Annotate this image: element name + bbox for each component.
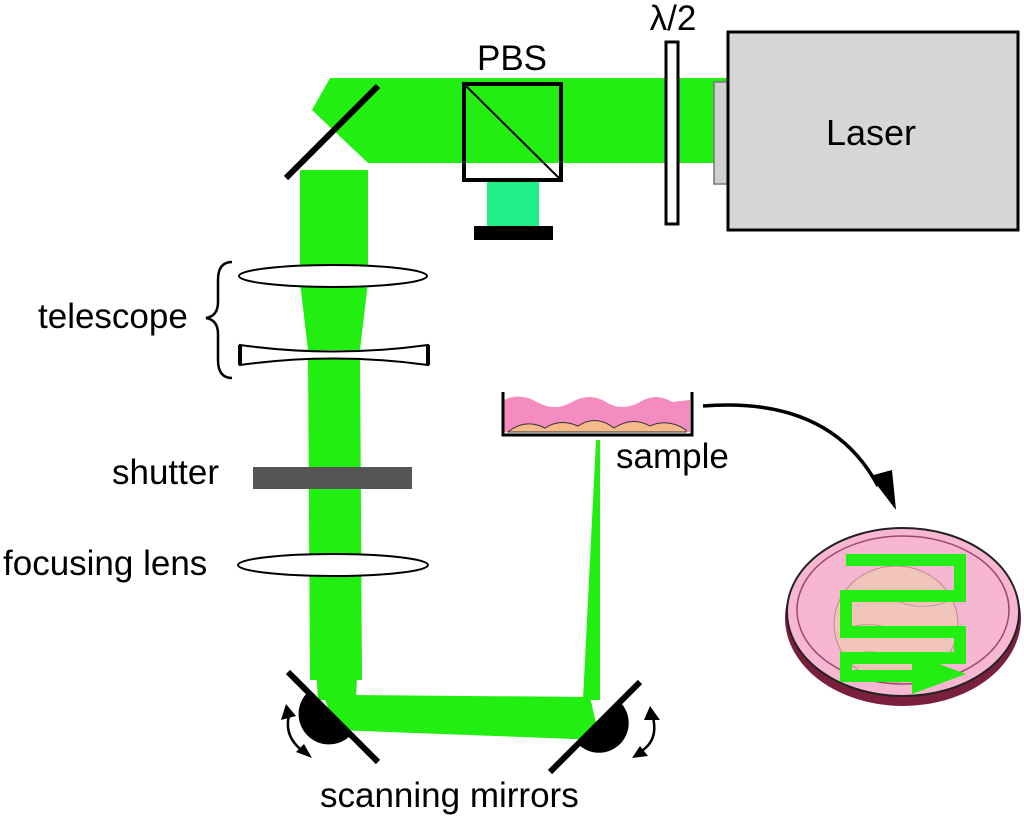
focusing-lens-label: focusing lens xyxy=(3,544,207,583)
pbs-cube xyxy=(462,82,563,182)
telescope-convex-lens xyxy=(238,264,428,288)
beam-path xyxy=(300,78,728,740)
beam-left-upper xyxy=(300,170,368,268)
beam-to-sample xyxy=(583,440,600,700)
laser: Laser xyxy=(713,30,1020,232)
zoom-arrow xyxy=(702,403,896,510)
sample-label: sample xyxy=(616,437,729,476)
telescope: telescope xyxy=(38,260,430,380)
rotation-arrowhead-1a xyxy=(281,704,296,720)
laser-body xyxy=(726,30,1020,232)
sample-container xyxy=(501,392,694,437)
sample: sample xyxy=(501,392,729,476)
scanning-mirrors: scanning mirrors xyxy=(281,669,660,815)
rotation-arrowhead-2b xyxy=(644,706,660,720)
scanning-mirrors-label: scanning mirrors xyxy=(320,776,579,815)
scan-raster-path xyxy=(840,554,966,682)
scan-raster-arrowhead xyxy=(912,654,966,694)
shutter-blade xyxy=(253,467,412,489)
rotation-arrowhead-1b xyxy=(296,744,312,758)
zoom-arrow-shaft xyxy=(702,403,880,487)
pbs-diagonal xyxy=(463,83,562,181)
beam-bottom-horizontal xyxy=(318,680,600,740)
shutter-label: shutter xyxy=(112,453,219,492)
rotation-arrowhead-2a xyxy=(632,746,648,758)
beam-dump xyxy=(474,226,553,240)
sample-cells xyxy=(506,420,687,433)
polarizing-beam-splitter: PBS xyxy=(462,39,563,240)
petri-dish xyxy=(785,527,1021,706)
scanning-mirror-2-mount xyxy=(578,702,629,753)
scanning-mirror-1-mount xyxy=(298,692,350,745)
telescope-label: telescope xyxy=(38,297,188,336)
half-wave-plate-element xyxy=(664,40,680,226)
steering-mirror xyxy=(283,83,381,181)
zoom-arrowhead xyxy=(870,470,896,510)
scanning-mirror-1 xyxy=(285,669,381,765)
laser-label: Laser xyxy=(826,112,916,153)
beam-rejected xyxy=(487,180,539,228)
half-wave-plate-label: λ/2 xyxy=(650,0,697,38)
focusing-lens-element xyxy=(237,553,429,577)
beam-top-horizontal xyxy=(312,78,728,163)
pbs-label: PBS xyxy=(477,39,547,78)
half-wave-plate: λ/2 xyxy=(650,0,697,226)
shutter: shutter xyxy=(112,453,412,492)
focusing-lens: focusing lens xyxy=(3,544,429,583)
telescope-brace xyxy=(205,260,233,380)
beam-telescope-section xyxy=(300,282,368,350)
beam-focus-to-mirror xyxy=(310,560,362,700)
